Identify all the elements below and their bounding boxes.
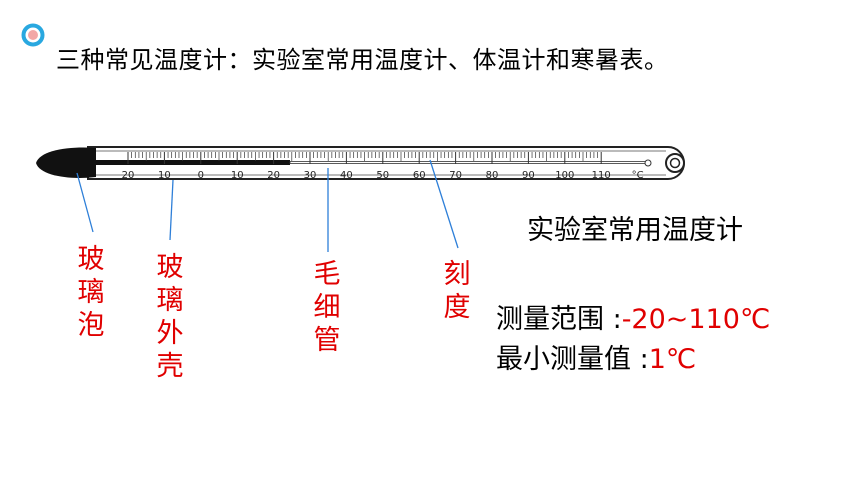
spec-min-label: 最小测量值 : [496,344,649,375]
scale-label: 50 [376,170,389,181]
thermometer-title: 实验室常用温度计 [527,215,743,246]
capillary-filled [95,160,290,165]
label-scale: 刻度 [443,259,471,323]
scale-label: 110 [592,170,611,181]
bulb [36,147,96,178]
scale-label: 40 [340,170,353,181]
scale-ticks [127,152,602,164]
scale-label: °C [632,170,644,181]
bullet-icon [21,23,45,47]
scale-label: 20 [122,170,135,181]
scale-label: 30 [304,170,317,181]
page-heading: 三种常见温度计：实验室常用温度计、体温计和寒暑表。 [56,46,669,74]
scale-label: 10 [231,170,244,181]
scale-label: 70 [449,170,462,181]
spec-min: 最小测量值 :1℃ [496,337,696,376]
scale-label: 20 [267,170,280,181]
scale-label: 10 [158,170,171,181]
scale-label: 80 [486,170,499,181]
spec-range-label: 测量范围 : [496,304,622,335]
pointer-line-bulb [76,172,94,233]
label-bulb: 玻璃泡 [77,244,105,341]
capillary [289,161,647,164]
spec-range: 测量范围 :-20~110℃ [496,297,770,336]
spec-min-value: 1℃ [648,344,697,375]
scale-label: 100 [555,170,574,181]
spec-range-value: -20~110℃ [621,304,771,335]
label-shell: 玻璃外壳 [156,252,184,382]
scale-label: 90 [522,170,535,181]
label-capillary: 毛细管 [313,259,341,356]
scale-label: 60 [413,170,426,181]
pointer-line-scale [429,159,459,249]
pointer-line-shell [169,179,174,241]
scale-label: 0 [198,170,204,181]
